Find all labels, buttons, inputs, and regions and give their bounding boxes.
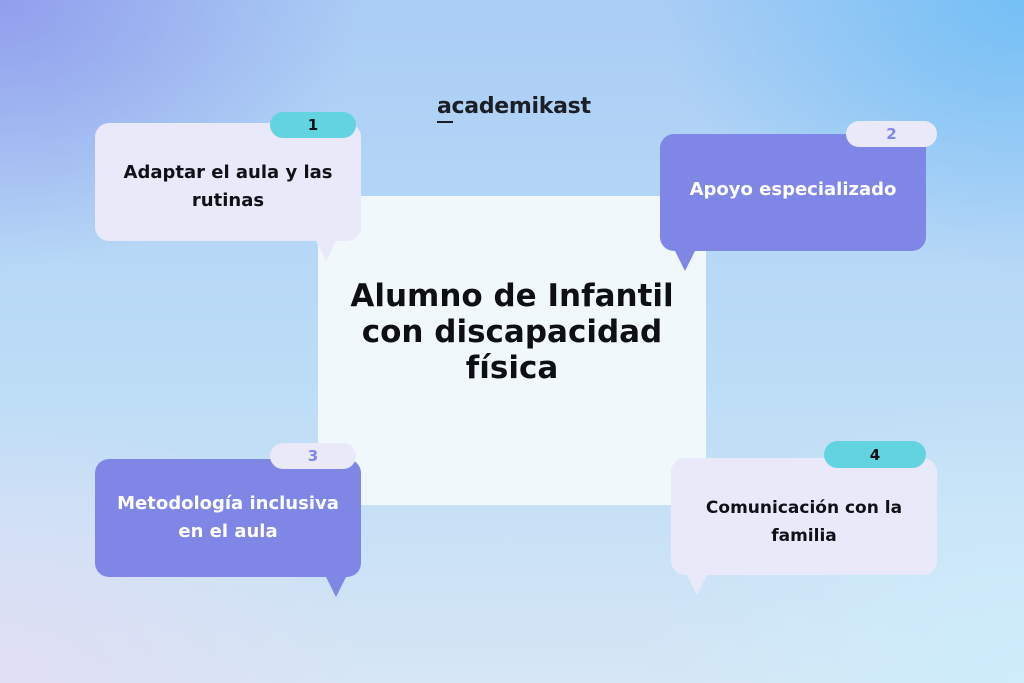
item-box-3: Metodología inclusiva en el aula <box>95 459 361 577</box>
item-box-1: Adaptar el aula y las rutinas <box>95 123 361 241</box>
item-badge-1: 1 <box>270 112 356 138</box>
brand-underline <box>437 121 453 123</box>
item-label-4: Comunicación con la familia <box>705 497 903 546</box>
item-tail-1 <box>316 241 336 261</box>
item-badge-4: 4 <box>824 441 926 468</box>
item-tail-3 <box>326 577 346 597</box>
item-label-2: Apoyo especializado <box>689 178 897 200</box>
item-badge-3: 3 <box>270 443 356 469</box>
item-label-3: Metodología inclusiva en el aula <box>117 493 339 542</box>
item-box-2: Apoyo especializado <box>660 134 926 251</box>
center-panel <box>318 196 706 505</box>
item-tail-2 <box>675 251 695 271</box>
item-tail-4 <box>687 575 707 595</box>
brand-logo: academikast <box>437 94 591 119</box>
item-label-1: Adaptar el aula y las rutinas <box>123 162 333 211</box>
item-badge-2: 2 <box>846 121 937 147</box>
center-title: Alumno de Infantil con discapacidad físi… <box>350 278 674 386</box>
item-box-4: Comunicación con la familia <box>671 458 937 575</box>
